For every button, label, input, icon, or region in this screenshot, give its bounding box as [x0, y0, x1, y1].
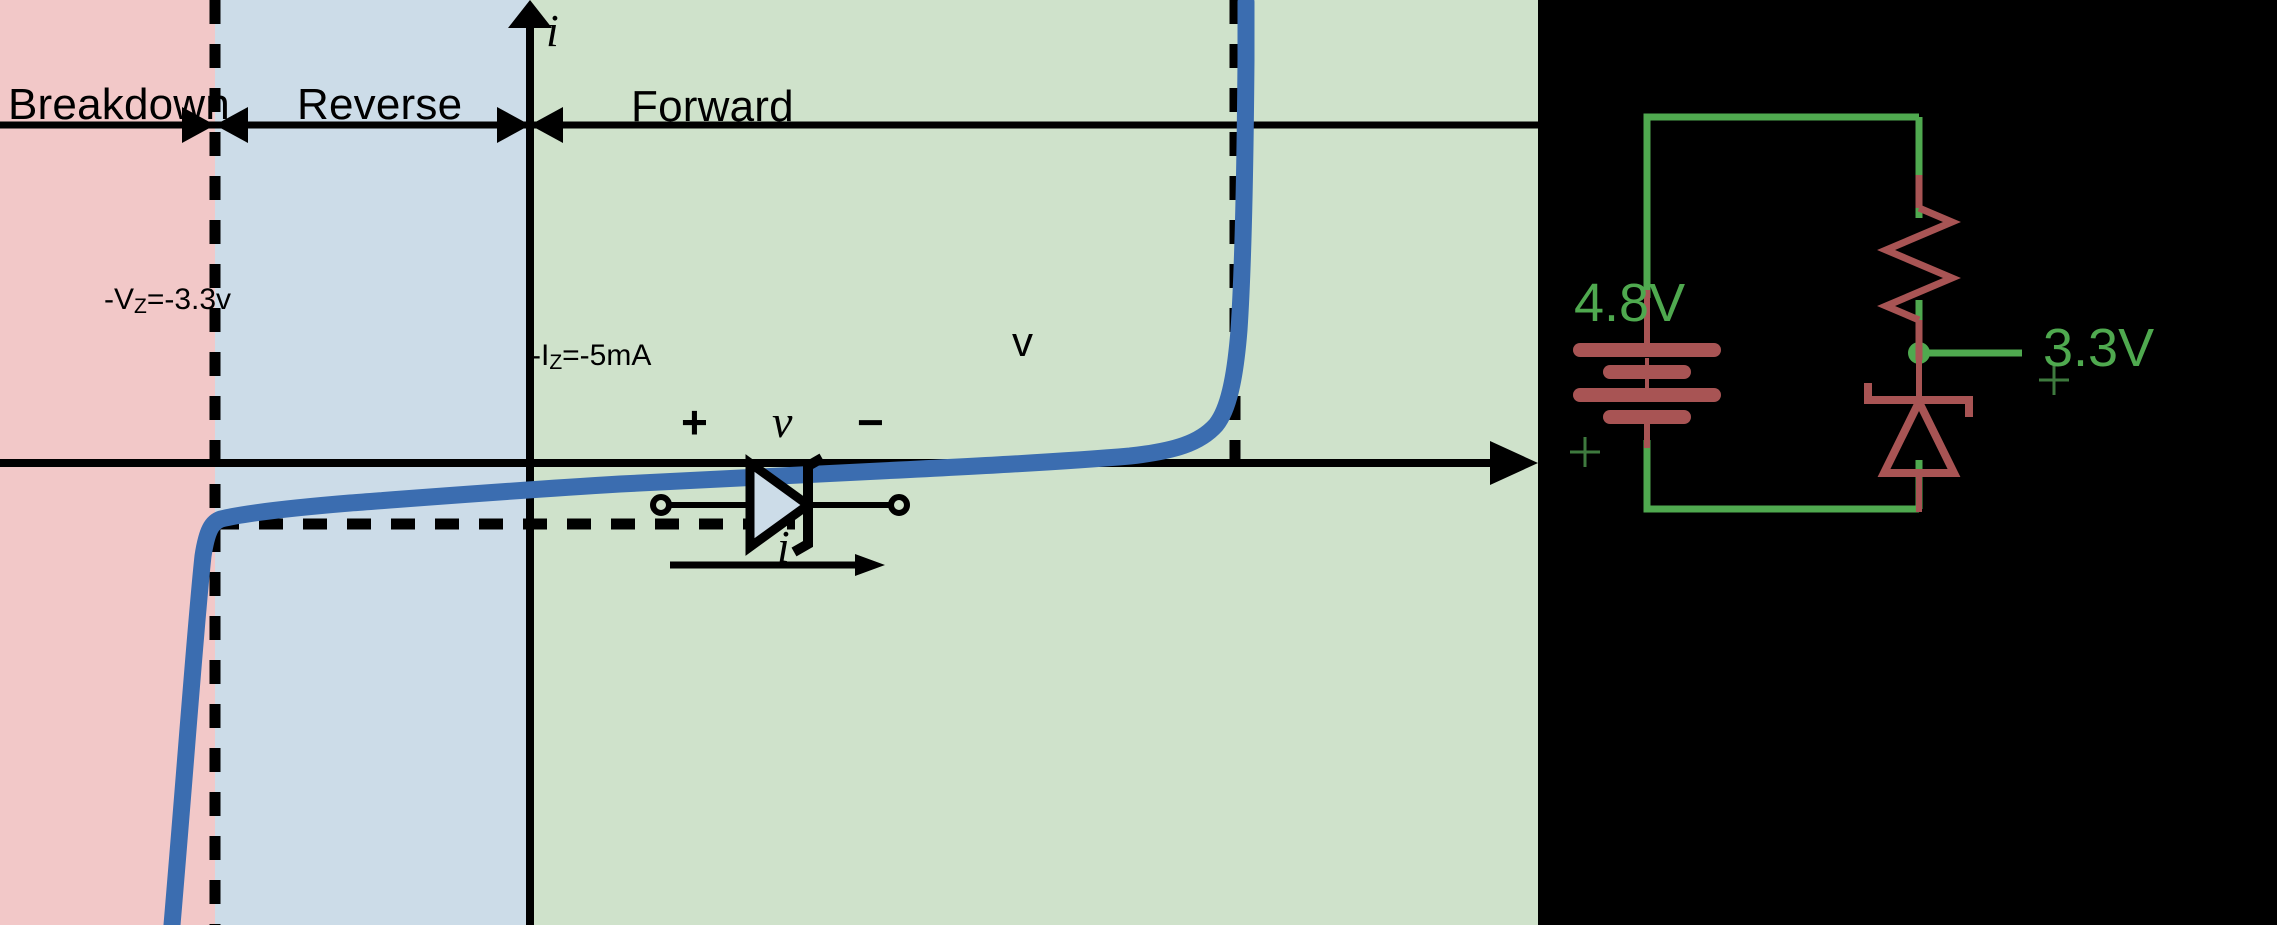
diode-voltage-label: v: [772, 396, 793, 447]
current-arrowhead: [855, 554, 885, 576]
zener-diode-symbol: [650, 453, 910, 576]
zener-cathode-bar: [791, 453, 825, 557]
region-label-reverse: Reverse: [297, 80, 463, 129]
iv-curve: [163, 0, 1255, 925]
zener-voltage-annotation: -VZ=-3.3v: [104, 283, 231, 319]
diode-terminal-left: [650, 494, 672, 516]
zener-current-subscript: Z: [549, 351, 563, 374]
zener-current-value: =-5mA: [562, 339, 652, 372]
diode-terminal-right: [888, 494, 910, 516]
zener-cathode-bar-circuit: [1864, 383, 1973, 417]
voltage-axis-label: v: [1012, 318, 1033, 365]
label-anchor-node: [2039, 365, 2069, 395]
diode-minus-sign: −: [857, 396, 884, 448]
zener-voltage-symbol: -V: [104, 283, 134, 316]
node-voltage-label: 3.3V: [2043, 318, 2155, 378]
zener-current-annotation: -IZ=-5mA: [531, 339, 651, 375]
diode-triangle: [745, 454, 816, 556]
region-label-forward: Forward: [631, 82, 794, 131]
zener-regulator-circuit: [1570, 113, 2069, 513]
arrowhead-breakdown-right: [182, 107, 215, 143]
circuit-panel: 4.8V 3.3V: [1538, 0, 2277, 925]
diode-plus-sign: +: [681, 396, 708, 448]
resistor-zigzag: [1877, 204, 1961, 324]
zener-voltage-value: =-3.3v: [146, 283, 232, 316]
current-axis-arrowhead: [508, 0, 552, 28]
region-label-breakdown: Breakdown: [8, 80, 230, 129]
current-axis-label: i: [546, 5, 559, 56]
iv-characteristic-plot: [0, 0, 1538, 925]
arrowhead-reverse-left: [215, 107, 248, 143]
zener-voltage-subscript: Z: [134, 295, 147, 318]
iv-characteristic-panel: Breakdown Reverse Forward i v -VZ=-3.3v …: [0, 0, 1538, 925]
voltage-axis-arrowhead: [1490, 441, 1538, 485]
arrowhead-reverse-right: [497, 107, 530, 143]
source-voltage-label: 4.8V: [1574, 273, 1686, 333]
diode-current-label: i: [777, 521, 790, 572]
wire-bottom: [1643, 505, 1919, 513]
zener-current-symbol: -I: [531, 339, 550, 372]
wire-top: [1643, 113, 1919, 121]
arrowhead-forward-left: [530, 107, 563, 143]
label-anchor-source: [1570, 437, 1600, 467]
